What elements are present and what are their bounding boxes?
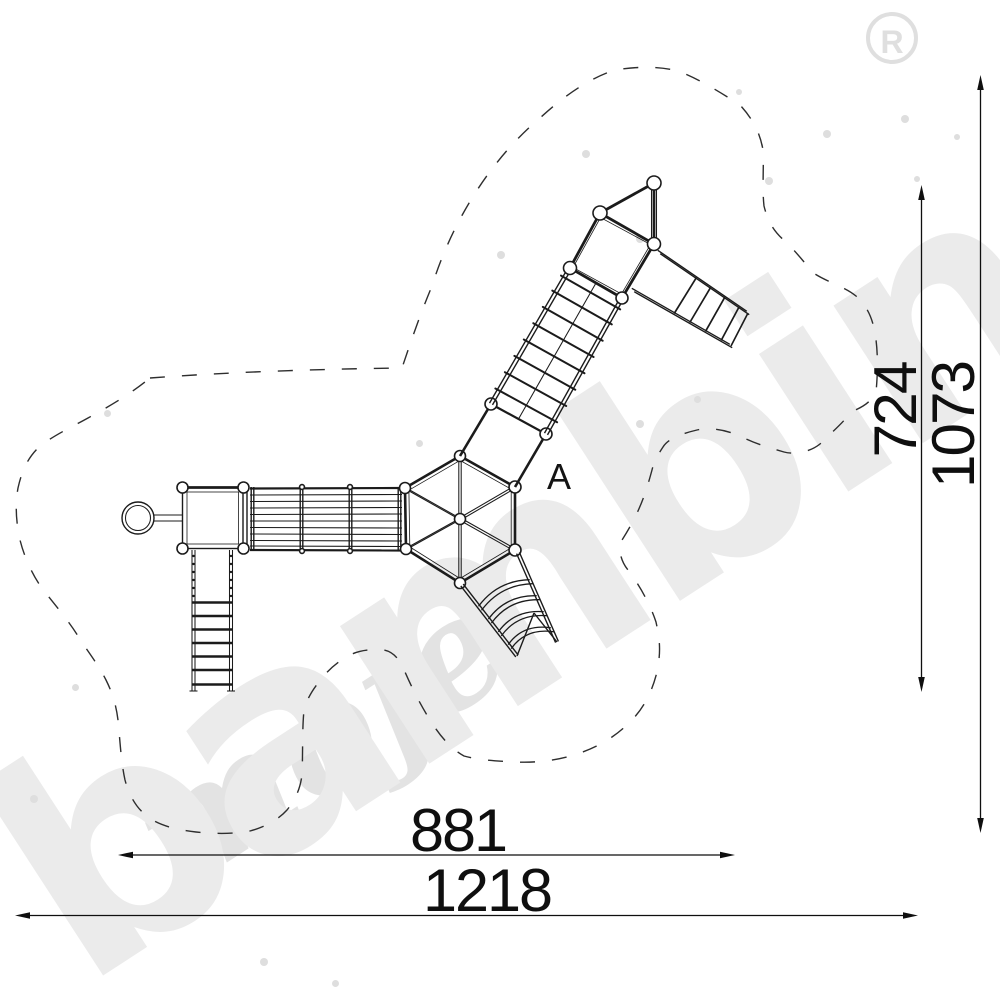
- side-platform: [176, 481, 250, 555]
- tunnel-hoops: [250, 483, 402, 555]
- platform-spokes: [404, 458, 516, 581]
- hexagonal-platform: [398, 449, 522, 590]
- texture-dot: [901, 115, 909, 123]
- texture-dot: [416, 440, 423, 447]
- climbing-net: [488, 266, 625, 436]
- texture-dot: [914, 176, 920, 182]
- stair-steps: [477, 579, 554, 649]
- texture-dot: [736, 89, 742, 95]
- tower-roof-triangle: [599, 181, 658, 244]
- texture-dot: [30, 795, 38, 803]
- texture-dot: [582, 150, 590, 158]
- texture-dot: [104, 410, 111, 417]
- texture-dot: [636, 420, 644, 428]
- hand-ring: [121, 501, 182, 535]
- dimension-vertical-inner: 724: [862, 185, 929, 692]
- texture-dot: [694, 396, 701, 403]
- texture-dot: [72, 684, 79, 691]
- texture-dot: [765, 177, 773, 185]
- tower-platform: [562, 175, 662, 305]
- dimension-label-724: 724: [862, 362, 929, 458]
- net-tunnel: [249, 483, 403, 555]
- dimension-label-1073: 1073: [920, 362, 987, 488]
- texture-dot: [823, 130, 831, 138]
- net-rungs: [494, 274, 622, 424]
- access-ladder: [189, 550, 235, 692]
- dimension-label-1218: 1218: [423, 857, 551, 924]
- slide: [631, 249, 750, 349]
- dimension-label-881: 881: [410, 797, 506, 864]
- safety-zone-outline: [15, 66, 879, 835]
- slide-rungs: [673, 277, 740, 341]
- dimension-horizontal-outer: 1218: [15, 857, 918, 924]
- texture-dot: [954, 134, 960, 140]
- rope-ticks: [192, 554, 233, 598]
- texture-dot: [497, 251, 505, 259]
- texture-dot: [260, 958, 268, 966]
- climbing-stairs: [460, 552, 560, 658]
- dimension-horizontal-inner: 881: [118, 797, 735, 864]
- dimension-vertical-outer: 1073: [920, 75, 987, 833]
- texture-dot: [332, 980, 339, 987]
- point-label-a: A: [547, 456, 571, 497]
